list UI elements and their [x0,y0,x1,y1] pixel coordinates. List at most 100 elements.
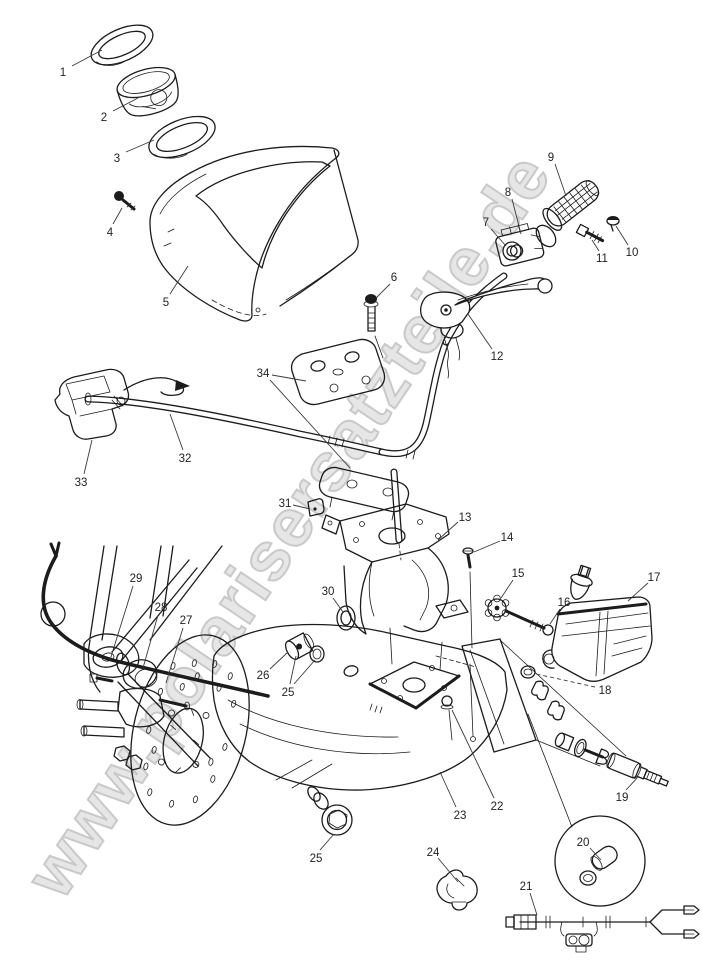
callout-label-21: 21 [520,881,533,893]
callout-label-19: 19 [616,792,629,804]
callout-label-7: 7 [483,217,489,229]
callout-label-22: 22 [491,801,504,813]
callout-label-30: 30 [322,586,335,598]
part-brake-disc [130,634,250,826]
leader-line-5 [169,265,189,295]
part-30-grommet [336,605,356,631]
leader-line-4 [112,207,123,225]
part-26-well-nut [284,632,315,661]
callout-label-5: 5 [163,297,169,309]
part-20-detail-circle [527,713,646,907]
leader-line-11 [591,239,600,252]
callout-label-25: 25 [310,853,323,865]
callout-label-24: 24 [427,847,440,859]
callout-label-23: 23 [454,810,467,822]
callout-label-32: 32 [179,453,192,465]
part-27-hub [76,687,190,771]
leader-line-16 [549,608,561,625]
part-9-grip-flange [535,224,557,248]
leader-line-25 [293,659,316,685]
callouts-layer: 1234567891011121314151617181920212223242… [60,49,661,916]
callout-label-12: 12 [491,351,504,363]
leader-line-18 [535,673,596,688]
leader-line-13 [437,521,459,541]
part-34-handlebar-clamps [290,338,410,521]
part-15-adjuster-knob [484,594,554,636]
leader-line-17 [627,582,649,602]
leader-line-14 [473,540,501,553]
part-3-seal-ring [148,115,216,159]
callout-label-14: 14 [501,532,514,544]
part-5-pod-cover [149,145,359,322]
callout-label-27: 27 [180,615,193,627]
part-25-grommet [309,645,325,663]
part-23-lower-pod [211,623,627,791]
leader-line-32 [169,413,184,451]
callout-label-18: 18 [599,685,612,697]
callout-label-15: 15 [512,568,525,580]
callout-label-9: 9 [548,152,554,164]
part-19-speedo-cable [554,732,669,787]
part-17-headlight [542,596,653,682]
callout-label-17: 17 [648,572,661,584]
part-33-master-cylinder [54,368,190,440]
part-32-handlebar [84,272,508,561]
callout-label-2: 2 [101,112,107,124]
callout-label-4: 4 [107,227,114,239]
leader-line-34 [271,374,307,382]
callout-label-3: 3 [114,153,120,165]
leader-line-19 [625,776,639,791]
leader-line-24 [437,857,459,883]
callout-label-20: 20 [577,837,590,849]
part-14-screw [462,547,474,649]
callout-label-26: 26 [257,670,270,682]
callout-label-25: 25 [282,687,295,699]
part-22-bolt-pins [435,655,477,742]
part-4-screw [114,191,136,211]
part-24-clamp [436,869,478,911]
leader-line-8 [511,198,522,235]
callout-label-10: 10 [626,247,639,259]
part-25-plug [307,786,353,836]
callout-label-11: 11 [596,253,608,265]
leader-line-20 [589,847,602,861]
watermark-text: www.polarisersatzteile.de [11,139,566,911]
leader-line-9 [554,163,567,197]
part-18-oring [520,665,536,679]
part-1-bezel-ring [90,24,154,66]
leader-line-28 [142,614,159,669]
leader-line-26 [269,651,289,670]
callout-label-28: 28 [155,602,168,614]
leader-line-25 [319,833,335,851]
part-16-bulb [570,564,593,600]
part-12-brake-lever [419,277,553,379]
leader-line-25 [289,655,297,685]
part-6-bolt [363,294,384,359]
leader-line-21 [529,892,538,916]
leader-line-7 [490,228,507,247]
part-28-speedo-drive [89,652,158,689]
part-2-gauge [116,66,179,117]
leader-line-34 [269,379,351,469]
part-11-screw [575,223,605,244]
leader-line-27 [165,627,184,684]
leader-line-30 [332,597,344,613]
leader-line-1 [71,49,103,67]
callout-label-6: 6 [391,272,397,284]
leader-line-12 [467,313,493,350]
leader-line-2 [112,97,139,112]
leader-line-29 [109,585,134,661]
callout-label-31: 31 [279,498,292,510]
leader-line-6 [375,283,391,299]
callout-label-16: 16 [558,597,571,609]
leader-line-23 [439,771,457,808]
leader-line-22 [451,709,495,799]
callout-label-33: 33 [75,477,88,489]
callout-label-8: 8 [505,187,511,199]
leader-line-10 [615,225,629,246]
leader-line-3 [125,139,155,153]
part-21-harness [505,905,700,953]
callout-label-13: 13 [459,512,472,524]
callout-label-29: 29 [130,573,143,585]
